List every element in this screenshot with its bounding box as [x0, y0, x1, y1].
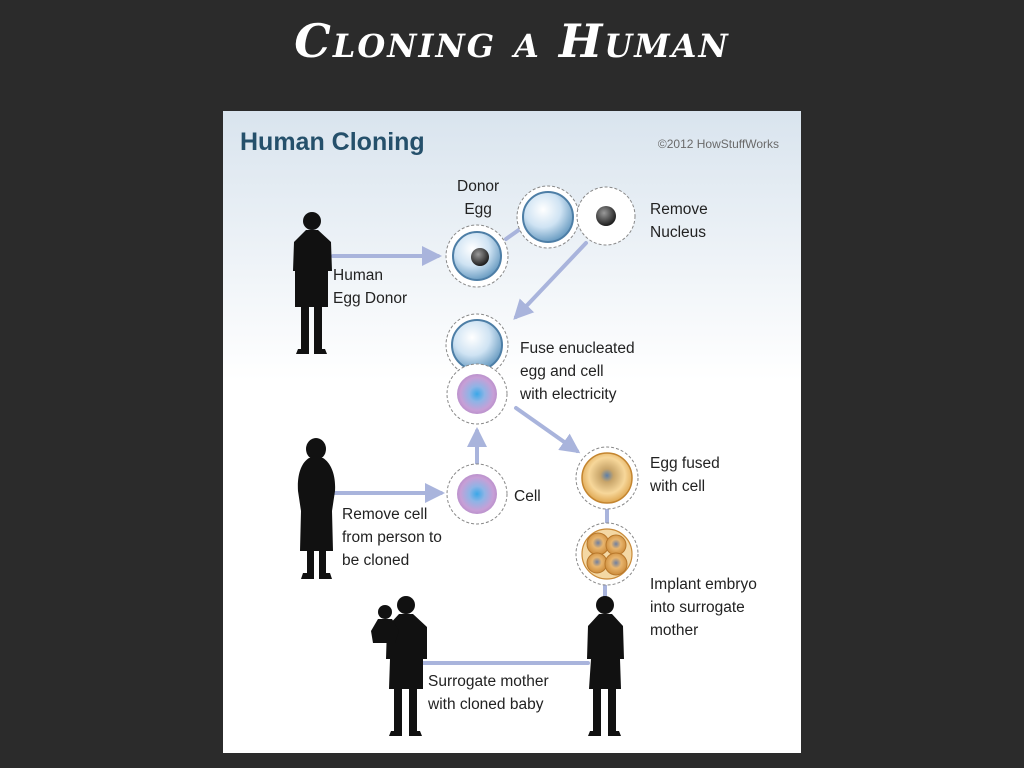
label-fuse-step: Fuse enucleated egg and cell with electr… [520, 340, 635, 403]
enucleated-egg-cell [516, 185, 580, 249]
cloning-diagram [293, 185, 639, 736]
label-implant-embryo: Implant embryo into surrogate mother [650, 576, 757, 639]
label-remove-nucleus: Remove Nucleus [650, 201, 708, 241]
label-human-egg-donor: Human Egg Donor [333, 267, 408, 307]
donor-body-cell [446, 463, 508, 525]
arrow-enucleated-to-fuse [513, 241, 588, 320]
donor-egg-cell [445, 224, 509, 288]
embryo-cell [575, 522, 639, 586]
diagram-panel: Human Cloning ©2012 HowStuffWorks Donor … [223, 111, 801, 753]
arrow-fuse-to-fused-egg [514, 406, 581, 454]
removed-nucleus [576, 186, 636, 246]
panel-title: Human Cloning [240, 128, 425, 156]
slide-title: Cloning a Human [294, 14, 730, 68]
fused-egg-cell [575, 446, 639, 510]
mother-with-baby-silhouette [371, 596, 427, 736]
fusion-body-cell [446, 363, 508, 425]
egg-donor-silhouette [293, 212, 332, 354]
fusion-egg-cell [445, 313, 509, 377]
clone-source-silhouette [297, 438, 336, 579]
label-surrogate-with-baby: Surrogate mother with cloned baby [428, 673, 549, 713]
label-remove-cell: Remove cell from person to be cloned [342, 506, 442, 569]
label-cell: Cell [514, 488, 541, 505]
label-egg-fused: Egg fused with cell [650, 455, 720, 495]
surrogate-mother-silhouette [587, 596, 624, 736]
label-donor-egg: Donor Egg [457, 178, 500, 218]
copyright-credit: ©2012 HowStuffWorks [657, 137, 779, 151]
